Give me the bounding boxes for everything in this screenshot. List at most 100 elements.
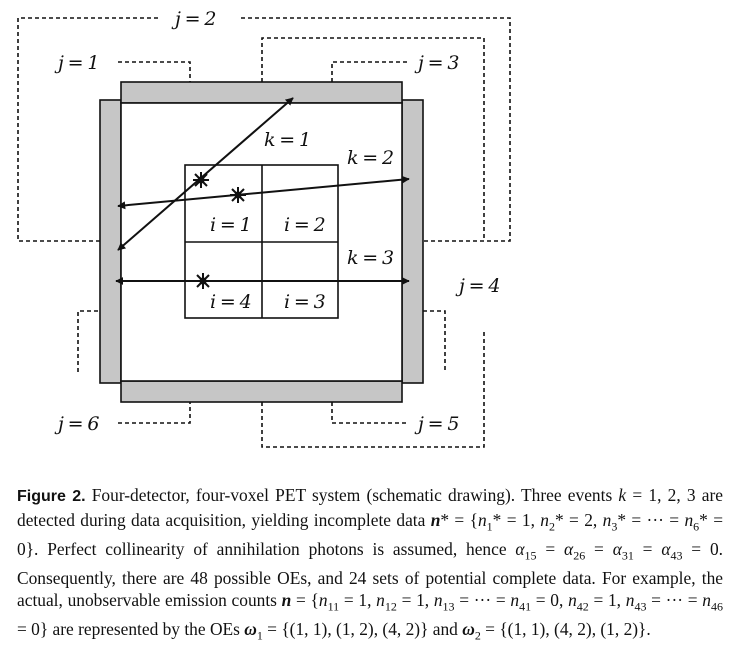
voxel-labels: i = 1 i = 2 i = 4 i = 3 (210, 214, 326, 313)
event-k1-line (117, 97, 294, 251)
caption-segment: 1 (256, 628, 263, 643)
label-i3: i = 3 (284, 291, 326, 313)
caption-segment: 2 (474, 628, 481, 643)
caption-segment: 26 (573, 548, 586, 563)
emission-star-icon (192, 171, 210, 189)
caption-segment: = ··· = (646, 590, 703, 611)
detector-bottom (120, 380, 403, 403)
caption-segment: n (430, 509, 441, 530)
detector-region-outlines (17, 17, 511, 448)
outline-j5 (331, 402, 407, 424)
caption-segment: * = ··· = (617, 509, 685, 530)
caption-segment: = 1, (339, 590, 377, 611)
caption-segment: 46 (710, 599, 723, 614)
caption-segment: n (318, 590, 328, 611)
outline-j2-right (241, 17, 511, 242)
caption-segment: = 1, 2, 3 are detected during data acqui… (17, 485, 723, 530)
outline-j4 (423, 310, 446, 372)
caption-segment: n (602, 509, 612, 530)
caption-segment: k (618, 485, 627, 505)
outline-j3 (261, 37, 485, 241)
event-labels: k = 1 k = 2 k = 3 (264, 129, 394, 269)
caption-segment: n (281, 590, 292, 611)
label-i2: i = 2 (284, 214, 326, 236)
caption-segment: ω (244, 619, 257, 640)
caption-segment: = {(1, 1), (1, 2), (4, 2)} and (262, 619, 463, 640)
outline-j1 (118, 61, 191, 82)
emission-star-icon (229, 186, 247, 204)
label-j4: j = 4 (455, 275, 501, 297)
outline-j2 (17, 17, 158, 242)
caption-segment: = 0. Consequently, there are 48 possible… (17, 538, 723, 611)
caption-segment: = ··· = (454, 590, 511, 611)
caption-segment: 11 (327, 599, 340, 614)
detector-right (401, 99, 424, 384)
caption-segment: * = 2, (554, 509, 603, 530)
caption-segment: α (661, 538, 671, 559)
caption-segment: = 0, (531, 590, 569, 611)
caption-segment: α (515, 538, 525, 559)
outline-j6 (77, 310, 100, 372)
figure-label: Figure 2. (17, 488, 86, 505)
caption-segment: 43 (670, 548, 683, 563)
detector-labels: j = 2 j = 1 j = 3 j = 4 j = 5 j = 6 (54, 8, 501, 435)
caption-segment: * = { (440, 509, 478, 530)
caption-segment: 12 (384, 599, 397, 614)
caption-segment: = 1, (588, 590, 626, 611)
label-k3: k = 3 (347, 247, 394, 269)
caption-segment: = 1, (396, 590, 434, 611)
label-k2: k = 2 (347, 147, 394, 169)
event-k2-line (117, 175, 410, 210)
label-i1: i = 1 (210, 214, 252, 236)
pet-system-diagram: j = 2 j = 1 j = 3 j = 4 j = 5 j = 6 k = … (17, 8, 511, 448)
label-k1: k = 1 (264, 129, 311, 151)
caption-segment: * = 0}. Perfect collinearity of annihila… (17, 509, 724, 559)
caption-segment: n (568, 590, 577, 611)
caption-segment: n (684, 509, 694, 530)
outline-j5-outer (261, 331, 485, 448)
caption-segment: 31 (621, 548, 634, 563)
caption-segment: = {(1, 1), (4, 2), (1, 2)}. (480, 619, 651, 640)
caption-segment: = 0} are represented by the OEs (17, 619, 245, 640)
caption-segment: 41 (519, 599, 532, 614)
events (115, 97, 410, 285)
caption-segment: = (633, 538, 662, 559)
caption-segment: n (510, 590, 520, 611)
caption-segment: 2 (548, 519, 555, 534)
caption-segment: n (376, 590, 385, 611)
figure-caption: Figure 2. Four-detector, four-voxel PET … (17, 484, 723, 647)
caption-segment: n (477, 509, 487, 530)
label-j6: j = 6 (54, 413, 100, 435)
emission-star-icon (194, 272, 212, 290)
caption-paragraph: Figure 2. Four-detector, four-voxel PET … (17, 484, 723, 647)
caption-body: Four-detector, four-voxel PET system (sc… (17, 485, 724, 643)
label-j3: j = 3 (414, 52, 460, 74)
caption-segment: * = 1, (492, 509, 541, 530)
caption-segment: α (612, 538, 622, 559)
caption-segment: Four-detector, four-voxel PET system (sc… (91, 485, 619, 505)
caption-segment: = { (291, 590, 319, 611)
caption-segment: ω (462, 619, 475, 640)
caption-segment: 6 (693, 519, 700, 534)
caption-segment: 3 (611, 519, 618, 534)
caption-segment: = (536, 538, 565, 559)
caption-segment: 1 (486, 519, 493, 534)
caption-segment: = (585, 538, 613, 559)
outline-j3-inner (331, 61, 407, 82)
caption-segment: n (625, 590, 635, 611)
caption-segment: n (702, 590, 711, 611)
label-j2: j = 2 (171, 8, 217, 30)
detector-ring (99, 81, 424, 403)
caption-segment: 13 (442, 599, 455, 614)
label-j1: j = 1 (54, 52, 100, 74)
caption-segment: 15 (524, 548, 537, 563)
caption-segment: α (564, 538, 574, 559)
caption-segment: n (433, 590, 443, 611)
caption-segment: 42 (576, 599, 589, 614)
label-i4: i = 4 (210, 291, 252, 313)
outline-j6-bottom (118, 402, 191, 424)
detector-left (99, 99, 122, 384)
detector-top (120, 81, 403, 104)
caption-segment: n (540, 509, 549, 530)
caption-segment: 43 (634, 599, 647, 614)
